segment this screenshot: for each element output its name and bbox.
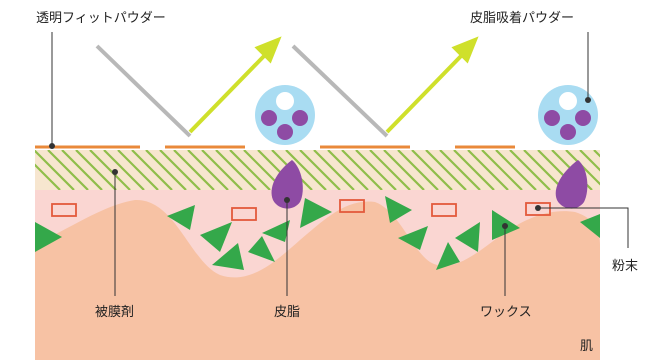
- hatch-line: [299, 150, 341, 190]
- hatch-line: [117, 150, 159, 190]
- incoming-rays: [95, 44, 389, 138]
- powder-rect-icon: [431, 203, 457, 217]
- hatch-line: [313, 150, 355, 190]
- hatch-line: [159, 150, 201, 190]
- label-coating-agent: 被膜剤: [95, 304, 134, 320]
- wax-triangle-icon: [398, 226, 428, 250]
- hatch-line: [481, 150, 523, 190]
- hatch-line: [523, 150, 565, 190]
- hatch-line: [579, 150, 600, 172]
- incoming-ray: [291, 44, 389, 138]
- wax-triangle-icon: [385, 196, 412, 223]
- hatch-line: [636, 150, 655, 190]
- hatch-line: [425, 150, 467, 190]
- hatch-line: [47, 150, 89, 190]
- powder-rect-icon: [339, 199, 365, 213]
- wax-triangle-icon: [262, 220, 290, 242]
- reflected-ray: [188, 52, 268, 134]
- label-sebum-absorbing-powder: 皮脂吸着パウダー: [470, 10, 574, 26]
- reflected-rays: [188, 36, 479, 134]
- hatch-line: [327, 150, 369, 190]
- hatch-line: [103, 150, 145, 190]
- hatch-line: [215, 150, 257, 190]
- reflection-arrow-icon: [254, 36, 282, 64]
- hatch-line: [383, 150, 425, 190]
- reflected-ray: [385, 52, 465, 134]
- hatch-line: [187, 150, 229, 190]
- hatch-line: [369, 150, 411, 190]
- label-transparent-fit-powder: 透明フィットパウダー: [36, 11, 166, 26]
- hatch-line: [61, 150, 103, 190]
- leader-line: [538, 207, 629, 248]
- hatch-line: [285, 150, 327, 190]
- hatch-line: [439, 150, 481, 190]
- sebum-absorbing-sphere-icon: [255, 85, 315, 145]
- hatch-line: [341, 150, 383, 190]
- sebum-drop-icon: [555, 160, 588, 209]
- hatch-line: [565, 150, 600, 186]
- hatch-line: [397, 150, 439, 190]
- hatch-line: [467, 150, 509, 190]
- hatch-line: [608, 150, 648, 190]
- label-sebum: 皮脂: [274, 305, 300, 320]
- hatch-line: [622, 150, 655, 190]
- wax-triangle-icon: [167, 205, 195, 230]
- powder-rect-icon: [231, 207, 257, 221]
- hatch-lines: [35, 150, 655, 190]
- hatch-line: [131, 150, 173, 190]
- hatch-line: [229, 150, 271, 190]
- label-wax: ワックス: [480, 305, 532, 320]
- leader-lines: [51, 32, 629, 296]
- sebum-absorbing-sphere-icon: [538, 85, 598, 145]
- reflection-arrow-icon: [451, 36, 479, 64]
- wax-triangle-icon: [200, 222, 232, 252]
- wax-triangle-icon: [248, 236, 275, 262]
- hatch-line: [35, 150, 75, 190]
- hatch-line: [411, 150, 453, 190]
- hatch-line: [75, 150, 117, 190]
- hatch-line: [173, 150, 215, 190]
- hatch-line: [355, 150, 397, 190]
- hatch-line: [509, 150, 551, 190]
- hatch-line: [35, 163, 61, 190]
- hatch-line: [495, 150, 537, 190]
- wax-triangle-icon: [300, 198, 332, 228]
- leader-dots: [49, 97, 591, 229]
- skin-surface: [35, 199, 600, 360]
- powder-rect-icon: [525, 202, 551, 216]
- hatch-line: [201, 150, 243, 190]
- label-skin: 肌: [580, 339, 593, 354]
- hatch-layer: [35, 150, 600, 190]
- wax-triangle-icon: [212, 243, 244, 270]
- wax-triangle-icon: [455, 222, 480, 252]
- wax-triangle-icon: [436, 242, 460, 270]
- sebum-drop-icon: [271, 160, 303, 209]
- wax-triangle-icon: [35, 222, 62, 252]
- hatch-line: [89, 150, 131, 190]
- wax-triangle-icon: [580, 214, 600, 238]
- powder-rect-icon: [51, 203, 77, 217]
- hatch-line: [145, 150, 187, 190]
- powder-end-particles: [51, 199, 551, 221]
- hatch-line: [453, 150, 495, 190]
- label-powder-end: 粉末: [612, 259, 638, 274]
- incoming-ray: [95, 44, 192, 138]
